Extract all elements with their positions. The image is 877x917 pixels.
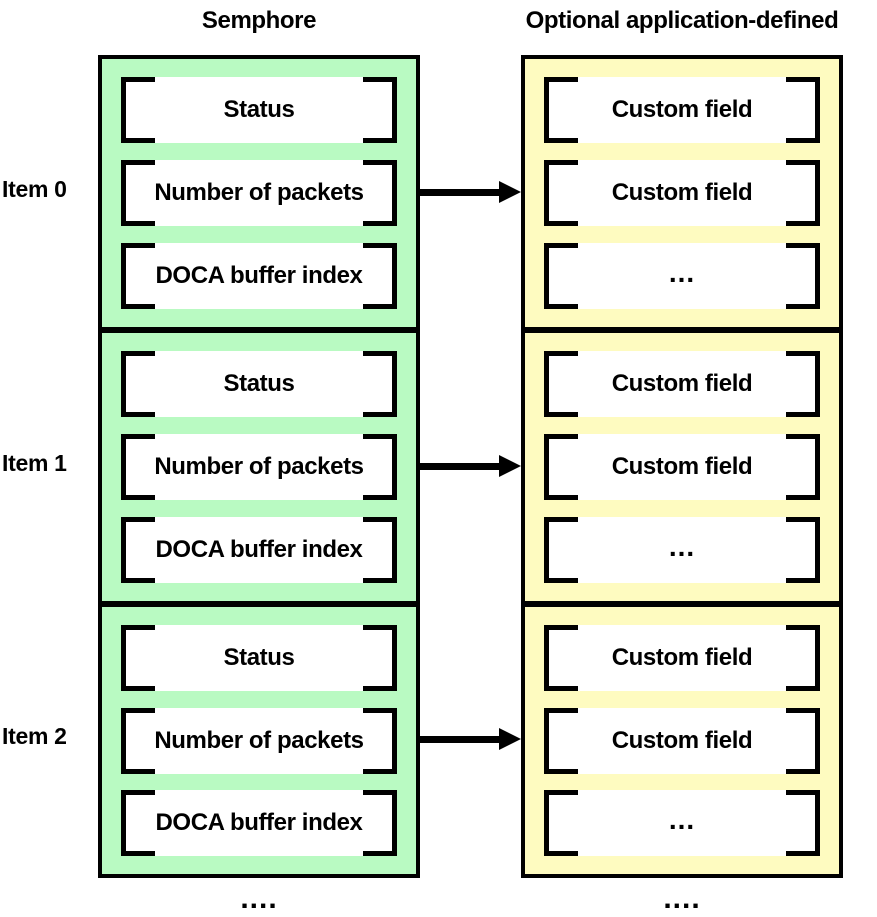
semaphore-field-status-0: Status (121, 77, 397, 143)
arrow-head (499, 181, 521, 203)
field-label: DOCA buffer index (155, 809, 363, 836)
field-label: Custom field (611, 644, 753, 671)
semaphore-field-packet-count-1: Number of packets (121, 434, 397, 500)
arrow-right-icon-row-2 (420, 728, 521, 750)
semaphore-item-group-0: Status Number of packets DOCA buffer ind… (98, 55, 420, 331)
custom-field-2-more: ... (544, 790, 820, 856)
custom-item-group-2: Custom field Custom field ... (521, 603, 843, 878)
semaphore-field-buffer-index-1: DOCA buffer index (121, 517, 397, 583)
field-label: Status (223, 96, 295, 123)
arrow-head (499, 728, 521, 750)
custom-field-1-1: Custom field (544, 434, 820, 500)
semaphore-field-status-1: Status (121, 351, 397, 417)
item-label-0: Item 0 (2, 176, 67, 202)
field-label: DOCA buffer index (155, 536, 363, 563)
column-header-application-defined: Optional application-defined (525, 7, 839, 34)
column-header-semaphore: Semphore (201, 7, 317, 34)
field-label: Custom field (611, 179, 753, 206)
semaphore-item-group-2: Status Number of packets DOCA buffer ind… (98, 603, 420, 878)
semaphore-field-buffer-index-2: DOCA buffer index (121, 790, 397, 856)
field-label: DOCA buffer index (155, 262, 363, 289)
custom-field-1-more: ... (544, 517, 820, 583)
semaphore-field-packet-count-0: Number of packets (121, 160, 397, 226)
continuation-dots-application-defined: .... (663, 882, 701, 915)
semaphore-field-status-2: Status (121, 625, 397, 691)
field-label: Custom field (611, 453, 753, 480)
field-label: Custom field (611, 96, 753, 123)
arrow-right-icon-row-0 (420, 181, 521, 203)
field-label: Number of packets (154, 179, 364, 206)
semaphore-field-packet-count-2: Number of packets (121, 707, 397, 774)
custom-field-2-1: Custom field (544, 707, 820, 774)
custom-field-0-1: Custom field (544, 160, 820, 226)
custom-field-2-0: Custom field (544, 625, 820, 691)
continuation-dots-semaphore: .... (240, 882, 278, 915)
field-label: Status (223, 370, 295, 397)
ellipsis-label: ... (668, 531, 696, 562)
field-label: Custom field (611, 370, 753, 397)
field-label: Custom field (611, 726, 753, 754)
arrow-right-icon-row-1 (420, 455, 521, 477)
custom-field-0-more: ... (544, 243, 820, 309)
field-label: Number of packets (154, 726, 364, 754)
arrow-head (499, 455, 521, 477)
field-label: Status (223, 644, 295, 671)
semaphore-item-group-1: Status Number of packets DOCA buffer ind… (98, 329, 420, 605)
custom-item-group-1: Custom field Custom field ... (521, 329, 843, 605)
arrow-shaft (420, 463, 504, 470)
item-label-2: Item 2 (2, 723, 67, 749)
custom-item-group-0: Custom field Custom field ... (521, 55, 843, 331)
item-label-1: Item 1 (2, 450, 67, 476)
semaphore-field-buffer-index-0: DOCA buffer index (121, 243, 397, 309)
ellipsis-label: ... (668, 804, 696, 835)
arrow-shaft (420, 189, 504, 196)
ellipsis-label: ... (668, 257, 696, 288)
arrow-shaft (420, 736, 504, 743)
custom-field-0-0: Custom field (544, 77, 820, 143)
field-label: Number of packets (154, 453, 364, 480)
custom-field-1-0: Custom field (544, 351, 820, 417)
